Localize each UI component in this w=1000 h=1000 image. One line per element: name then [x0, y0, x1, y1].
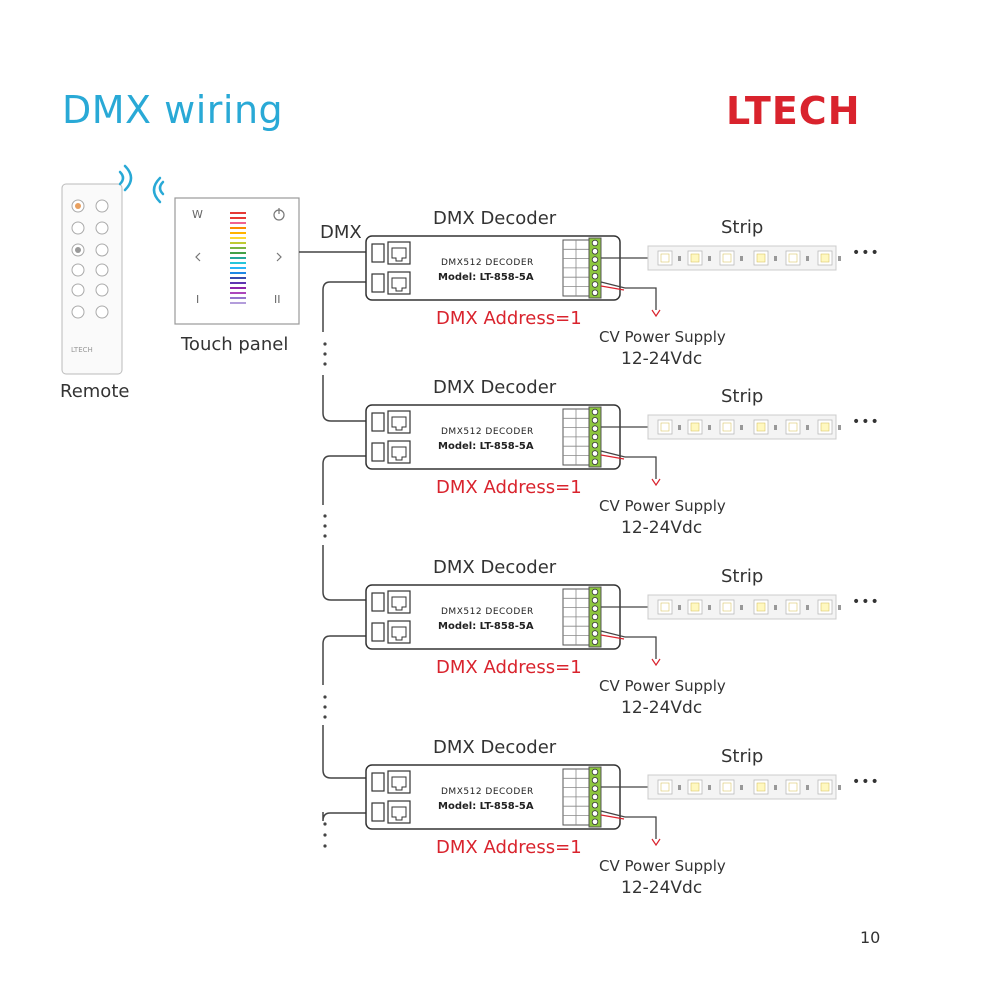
- decoder-model: Model: LT-858-5A: [438, 801, 534, 812]
- power-supply-label: CV Power Supply: [599, 857, 726, 875]
- remote-control: [61, 183, 123, 375]
- rj45-plug-icon: [371, 243, 385, 263]
- strip-continuation: •••: [852, 414, 880, 430]
- dmx-address: DMX Address=1: [436, 477, 582, 498]
- rj45-plug-icon: [371, 412, 385, 432]
- touch-panel: [174, 197, 300, 325]
- page-title: DMX wiring: [62, 88, 284, 132]
- power-supply-label: CV Power Supply: [599, 497, 726, 515]
- strip-label: Strip: [721, 566, 764, 587]
- rj45-plug-icon: [371, 772, 385, 792]
- strip-label: Strip: [721, 217, 764, 238]
- decoder-title: DMX Decoder: [433, 208, 557, 229]
- decoder-body: [365, 584, 621, 650]
- decoder-unit: [365, 584, 841, 667]
- strip-continuation: •••: [852, 245, 880, 261]
- touch-panel-zone1-label: I: [196, 293, 200, 306]
- decoder-title: DMX Decoder: [433, 737, 557, 758]
- strip-continuation: •••: [852, 774, 880, 790]
- daisy-chain-links: [322, 281, 370, 822]
- decoder-title: DMX Decoder: [433, 557, 557, 578]
- dmx-label: DMX: [320, 222, 362, 243]
- decoder-body: [365, 764, 621, 830]
- strip-label: Strip: [721, 746, 764, 767]
- dmx-address: DMX Address=1: [436, 657, 582, 678]
- decoder-line1: DMX512 DECODER: [441, 427, 534, 437]
- decoder-body: [365, 404, 621, 470]
- rj45-plug-icon: [371, 622, 385, 642]
- continuation-dots: [323, 342, 327, 848]
- power-supply-voltage: 12-24Vdc: [621, 518, 703, 538]
- page-number: 10: [860, 928, 881, 947]
- touch-panel-label: Touch panel: [181, 334, 289, 355]
- rj45-plug-icon: [371, 802, 385, 822]
- decoder-model: Model: LT-858-5A: [438, 621, 534, 632]
- dmx-address: DMX Address=1: [436, 308, 582, 329]
- power-wire: [625, 456, 657, 479]
- remote-brand-text: LTECH: [71, 346, 93, 354]
- wireless-signal-icon: [118, 164, 165, 204]
- decoder-unit: [365, 235, 841, 318]
- decoder-model: Model: LT-858-5A: [438, 272, 534, 283]
- power-wire: [625, 636, 657, 659]
- decoder-title: DMX Decoder: [433, 377, 557, 398]
- rj45-plug-icon: [371, 442, 385, 462]
- decoder-line1: DMX512 DECODER: [441, 258, 534, 268]
- strip-continuation: •••: [852, 594, 880, 610]
- rj45-plug-icon: [371, 273, 385, 293]
- power-supply-voltage: 12-24Vdc: [621, 698, 703, 718]
- power-supply-label: CV Power Supply: [599, 328, 726, 346]
- power-supply-label: CV Power Supply: [599, 677, 726, 695]
- power-wire: [625, 816, 657, 839]
- brand-logo: LTECH: [726, 89, 861, 133]
- decoder-line1: DMX512 DECODER: [441, 607, 534, 617]
- decoder-unit: [365, 764, 841, 847]
- decoder-unit: [365, 404, 841, 487]
- remote-label: Remote: [60, 381, 130, 402]
- rj45-plug-icon: [371, 592, 385, 612]
- decoder-body: [365, 235, 621, 301]
- power-wire: [625, 287, 657, 310]
- decoder-line1: DMX512 DECODER: [441, 787, 534, 797]
- dmx-address: DMX Address=1: [436, 837, 582, 858]
- power-supply-voltage: 12-24Vdc: [621, 878, 703, 898]
- decoder-model: Model: LT-858-5A: [438, 441, 534, 452]
- power-supply-voltage: 12-24Vdc: [621, 349, 703, 369]
- strip-label: Strip: [721, 386, 764, 407]
- touch-panel-zone2-label: II: [274, 293, 281, 306]
- touch-panel-w-label: W: [192, 208, 203, 221]
